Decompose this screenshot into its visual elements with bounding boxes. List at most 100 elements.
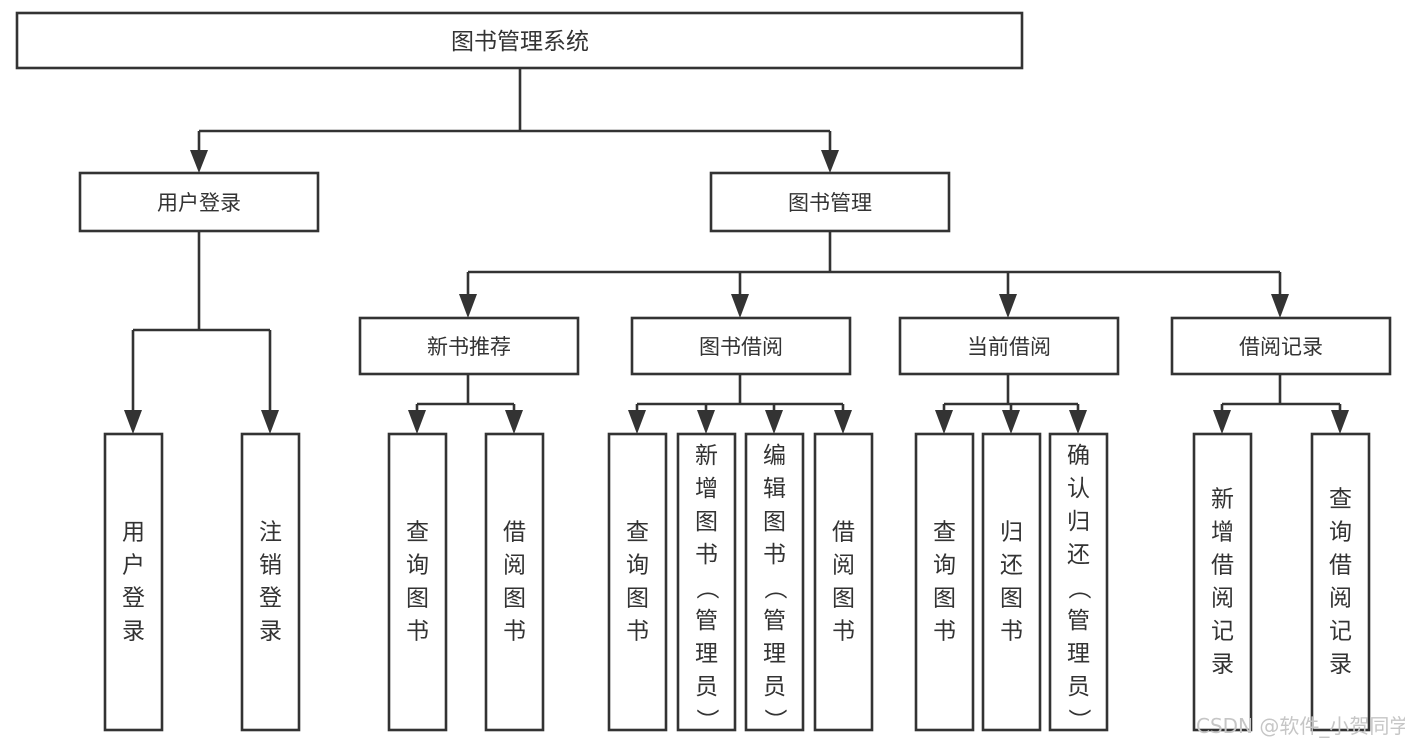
node-root-label: 图书管理系统 — [451, 29, 589, 55]
leaf-label-char: 图 — [503, 586, 526, 612]
node-borrow-record-label: 借阅记录 — [1239, 335, 1323, 359]
leaf-label-char: 阅 — [832, 553, 855, 579]
leaf-label-char: 辑 — [763, 476, 786, 502]
leaf-label-char: 认 — [1067, 476, 1090, 502]
leaf-label-char: 理 — [695, 641, 718, 667]
leaf-label-char: ） — [762, 709, 788, 732]
node-current-borrow-label: 当前借阅 — [967, 335, 1051, 359]
leaf-label-char: 书 — [695, 542, 718, 568]
leaf-label-char: 增 — [1211, 520, 1234, 546]
arrowhead-book-borrow — [731, 294, 749, 318]
connector-layer — [124, 68, 1349, 434]
arrowhead-leaf-user-login — [124, 410, 142, 434]
leaf-label-char: 阅 — [1211, 586, 1234, 612]
arrowhead-leaf-borrow-book-1 — [505, 410, 523, 434]
leaf-label-char: 书 — [832, 619, 855, 645]
leaf-label-char: 增 — [695, 476, 718, 502]
node-new-book-recommend[interactable]: 新书推荐 — [358, 316, 580, 376]
leaf-label-char: 图 — [1000, 586, 1023, 612]
arrowhead-leaf-add-record — [1213, 410, 1231, 434]
leaf-label-char: 员 — [763, 674, 786, 700]
watermark-text: CSDN @软件_小贺同学 — [1196, 714, 1405, 738]
arrowhead-leaf-borrow-book-2 — [834, 410, 852, 434]
leaf-label-char: 还 — [1000, 553, 1023, 579]
leaf-label-char: 员 — [1067, 674, 1090, 700]
leaf-label-char: 图 — [406, 586, 429, 612]
leaf-label-char: 销 — [259, 553, 282, 579]
leaf-label-char: 借 — [503, 520, 526, 546]
leaf-label-char: 户 — [122, 553, 145, 579]
leaf-label-char: 还 — [1067, 542, 1090, 568]
leaf-label-char: 归 — [1067, 509, 1090, 535]
leaf-label-char: 书 — [626, 619, 649, 645]
leaf-label-char: 图 — [832, 586, 855, 612]
node-book-manage[interactable]: 图书管理 — [709, 171, 951, 233]
leaf-label-char: 录 — [259, 619, 282, 645]
leaf-label-char: 借 — [832, 520, 855, 546]
leaf-label-vertical: 用户登录 — [122, 520, 145, 645]
leaf-label-char: 查 — [406, 520, 429, 546]
leaf-label-char: 注 — [259, 520, 282, 546]
arrowhead-leaf-query-book-2 — [628, 410, 646, 434]
leaf-label-char: 借 — [1211, 553, 1234, 579]
arrowhead-user-login — [190, 150, 208, 173]
leaf-label-char: 书 — [503, 619, 526, 645]
leaf-label-char: ） — [1066, 709, 1092, 732]
leaf-label-char: 理 — [1067, 641, 1090, 667]
leaf-label-char: 管 — [1067, 608, 1090, 634]
arrowhead-borrow-record — [1271, 294, 1289, 318]
node-book-borrow-label: 图书借阅 — [699, 335, 783, 359]
leaf-label-char: 用 — [122, 520, 145, 546]
arrowhead-current-borrow — [999, 294, 1017, 318]
leaf-label-char: 登 — [259, 586, 282, 612]
leaf-label-char: 借 — [1329, 553, 1352, 579]
node-root[interactable]: 图书管理系统 — [15, 11, 1024, 70]
arrowhead-leaf-add-book — [697, 410, 715, 434]
arrowhead-book-manage — [821, 150, 839, 173]
leaf-label-char: 图 — [695, 509, 718, 535]
node-user-login[interactable]: 用户登录 — [78, 171, 320, 233]
leaf-label-char: 新 — [695, 443, 718, 469]
leaf-label-char: （ — [762, 577, 788, 600]
node-user-login-label: 用户登录 — [157, 191, 241, 215]
leaf-label-char: 书 — [1000, 619, 1023, 645]
arrowhead-leaf-query-record — [1331, 410, 1349, 434]
node-borrow-record[interactable]: 借阅记录 — [1170, 316, 1392, 376]
node-leaf-user-login[interactable]: 用户登录 — [103, 432, 164, 732]
leaf-label-char: 书 — [933, 619, 956, 645]
leaf-label-char: 书 — [406, 619, 429, 645]
arrowhead-new-book-recommend — [459, 294, 477, 318]
node-book-borrow[interactable]: 图书借阅 — [630, 316, 852, 376]
leaf-label-char: 阅 — [503, 553, 526, 579]
node-current-borrow[interactable]: 当前借阅 — [898, 316, 1120, 376]
arrowhead-leaf-user-logout — [261, 410, 279, 434]
arrowhead-leaf-return-book — [1002, 410, 1020, 434]
leaf-label-char: （ — [694, 577, 720, 600]
leaf-label-char: 询 — [933, 553, 956, 579]
leaf-label-char: 确 — [1067, 443, 1090, 469]
